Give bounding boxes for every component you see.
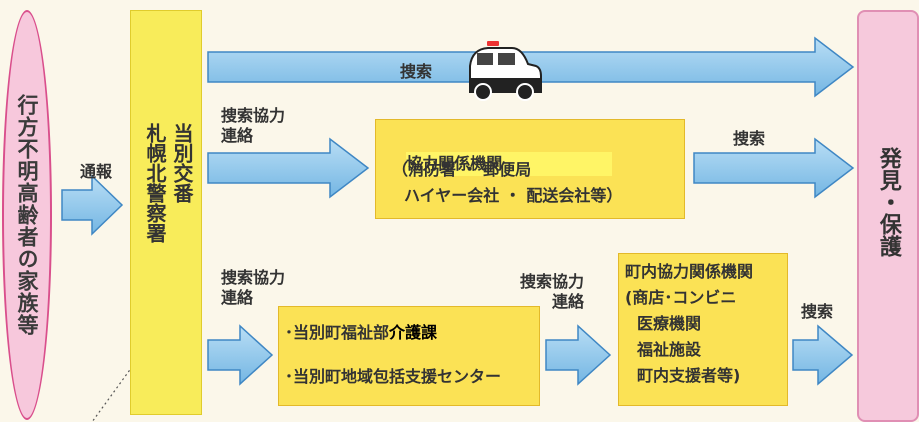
report-arrow [61,174,124,236]
result-box: 発見・保護 [857,10,919,422]
bottom-coop-label: 捜索協力 連絡 [221,268,286,307]
police-car-icon [469,41,542,101]
dotted-leader-line [91,337,154,422]
family-label: 行方不明高齢者の家族等 [15,94,39,336]
agencies-line1: （消防署 ・ 郵便局 [392,160,532,179]
town-line-3: 福祉施設 [637,340,702,359]
town-line-4: 町内支援者等) [637,366,741,385]
town-title: 町内協力関係機関 [625,262,754,281]
family-ellipse: 行方不明高齢者の家族等 [2,10,52,420]
welfare-line1-prefix: ･当別町福祉部 [285,323,390,342]
mid-search-arrow [693,137,855,199]
bottom-search-label: 捜索 [801,302,834,321]
police-koban-label: 当別交番 [170,123,194,203]
welfare-line2: ･当別町地域包括支援センター [285,367,502,386]
town-box: 町内協力関係機関 (商店･コンビニ 医療機関 福祉施設 町内支援者等) [618,253,788,406]
mid-coop-label: 捜索協力 連絡 [221,106,286,145]
report-label: 通報 [80,162,113,181]
police-box: 当別交番 札幌北警察署 [130,10,202,415]
town-line-1: (商店･コンビニ [625,288,737,307]
bottom-search-arrow [792,324,854,386]
town-coop-label: 捜索協力 連絡 [520,272,585,311]
mid-coop-arrow [207,137,370,199]
result-label: 発見・保護 [875,147,901,257]
agencies-title: 協力関係機関 [406,152,613,176]
mid-search-label: 捜索 [733,129,766,148]
town-line-2: 医療機関 [637,314,702,333]
agencies-line2: ハイヤー会社 ・ 配送会社等） [404,186,623,205]
welfare-line1-emphasis: 介護課 [389,323,438,342]
police-station-label: 札幌北警察署 [143,123,167,243]
welfare-line1: ･当別町福祉部介護課 [285,321,437,345]
welfare-box: ･当別町福祉部介護課 ･当別町地域包括支援センター [278,306,540,406]
agencies-box: 協力関係機関 （消防署 ・ 郵便局 ハイヤー会社 ・ 配送会社等） [375,119,685,219]
top-search-label: 捜索 [400,62,433,81]
bottom-coop-arrow [207,324,274,386]
town-coop-arrow [545,324,612,386]
